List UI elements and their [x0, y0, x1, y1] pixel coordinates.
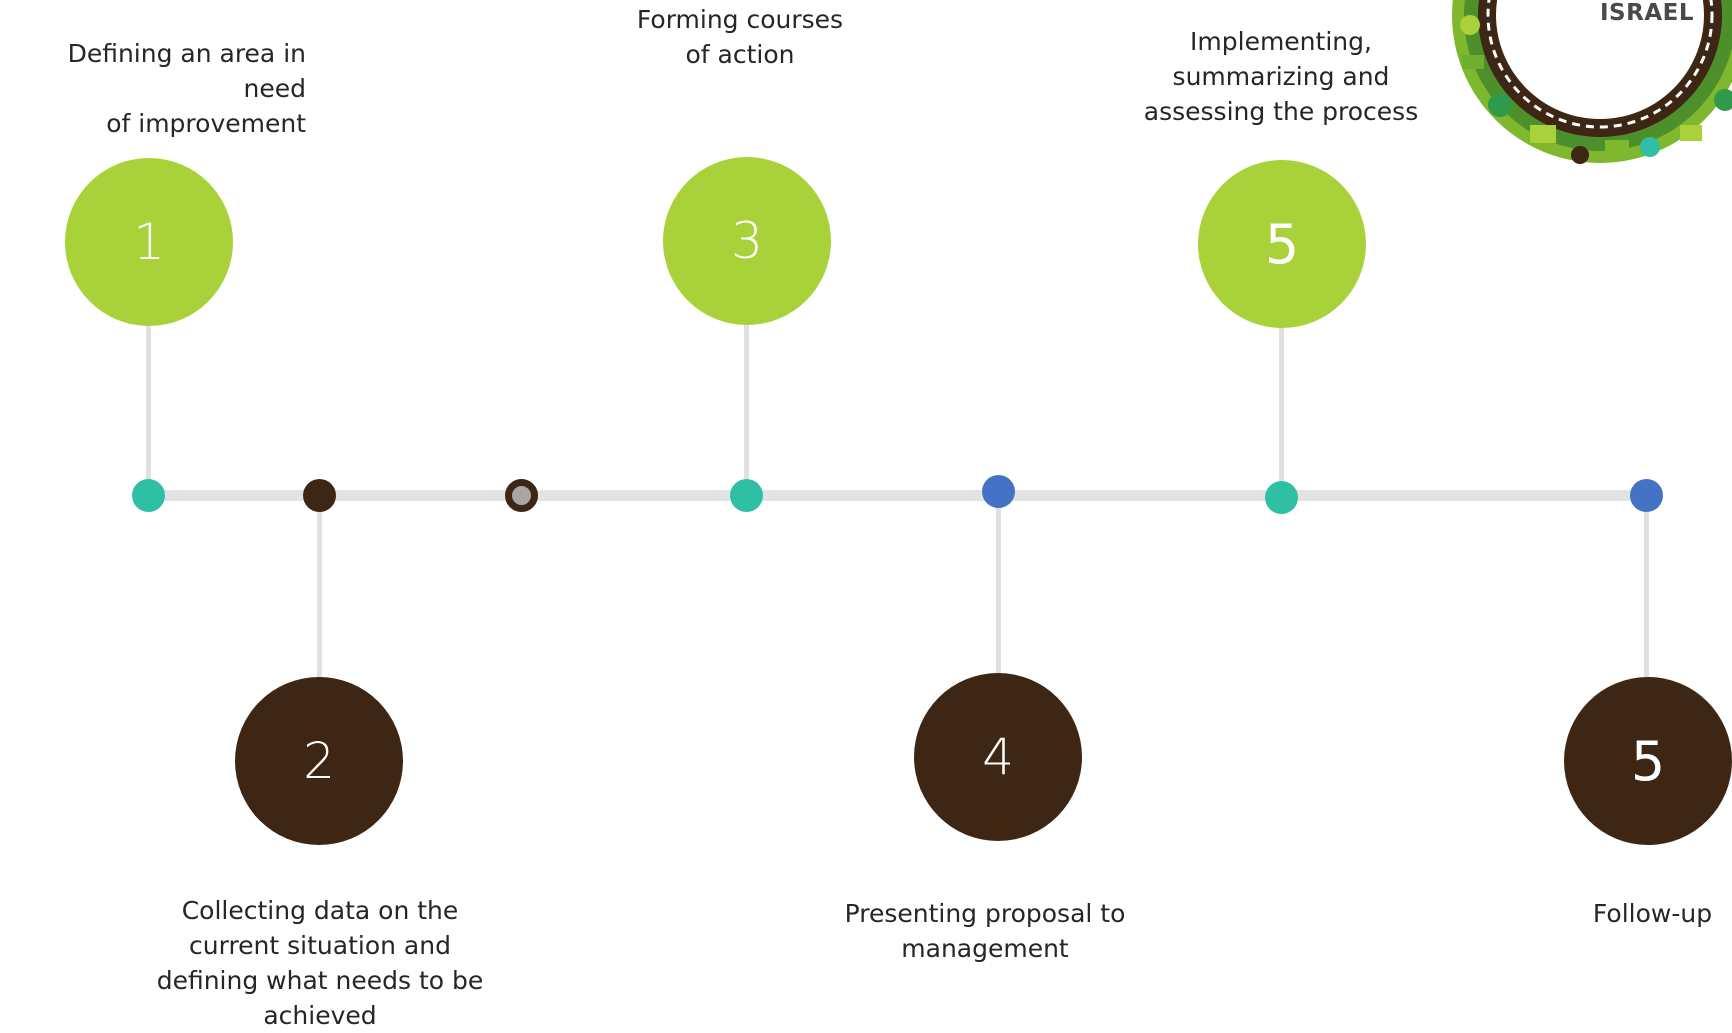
- stem-4: [996, 490, 1001, 675]
- axis-dot-4: [982, 475, 1015, 508]
- axis-dot-1: [132, 479, 165, 512]
- axis-dot-5: [1265, 481, 1298, 514]
- axis-dot-ring: [505, 479, 538, 512]
- step-3-label: Forming courses of action: [636, 5, 844, 69]
- axis-dot-2: [303, 479, 336, 512]
- step-3-number: 3: [731, 212, 763, 270]
- stem-1: [146, 320, 151, 495]
- axis-dot-6: [1630, 479, 1663, 512]
- step-6-circle: 5: [1564, 677, 1732, 845]
- logo-text: ISRAEL: [1600, 0, 1695, 26]
- israel-logo-emblem: [1452, 0, 1732, 164]
- stem-2: [317, 495, 322, 680]
- step-4-number: 4: [982, 728, 1014, 786]
- step-1-label: Defining an area in need of improvement: [67, 39, 306, 138]
- step-3-circle: 3: [663, 157, 831, 325]
- step-5-circle: 5: [1198, 160, 1366, 328]
- step-1-circle: 1: [65, 158, 233, 326]
- step-2-circle: 2: [235, 677, 403, 845]
- step-5-label: Implementing, summarizing and assessing …: [1143, 27, 1419, 126]
- step-1-number: 1: [133, 213, 165, 271]
- step-4-label: Presenting proposal to management: [844, 899, 1126, 963]
- step-6-number: 5: [1630, 729, 1666, 793]
- axis-dot-3: [730, 479, 763, 512]
- stem-6: [1644, 495, 1649, 680]
- step-2-number: 2: [303, 732, 335, 790]
- stem-3: [744, 320, 749, 495]
- step-5-number: 5: [1264, 212, 1300, 276]
- step-4-circle: 4: [914, 673, 1082, 841]
- step-2-label: Collecting data on the current situation…: [156, 896, 484, 1030]
- step-6-label: Follow-up: [1592, 899, 1713, 928]
- stem-5: [1279, 320, 1284, 500]
- timeline-axis: [148, 490, 1643, 501]
